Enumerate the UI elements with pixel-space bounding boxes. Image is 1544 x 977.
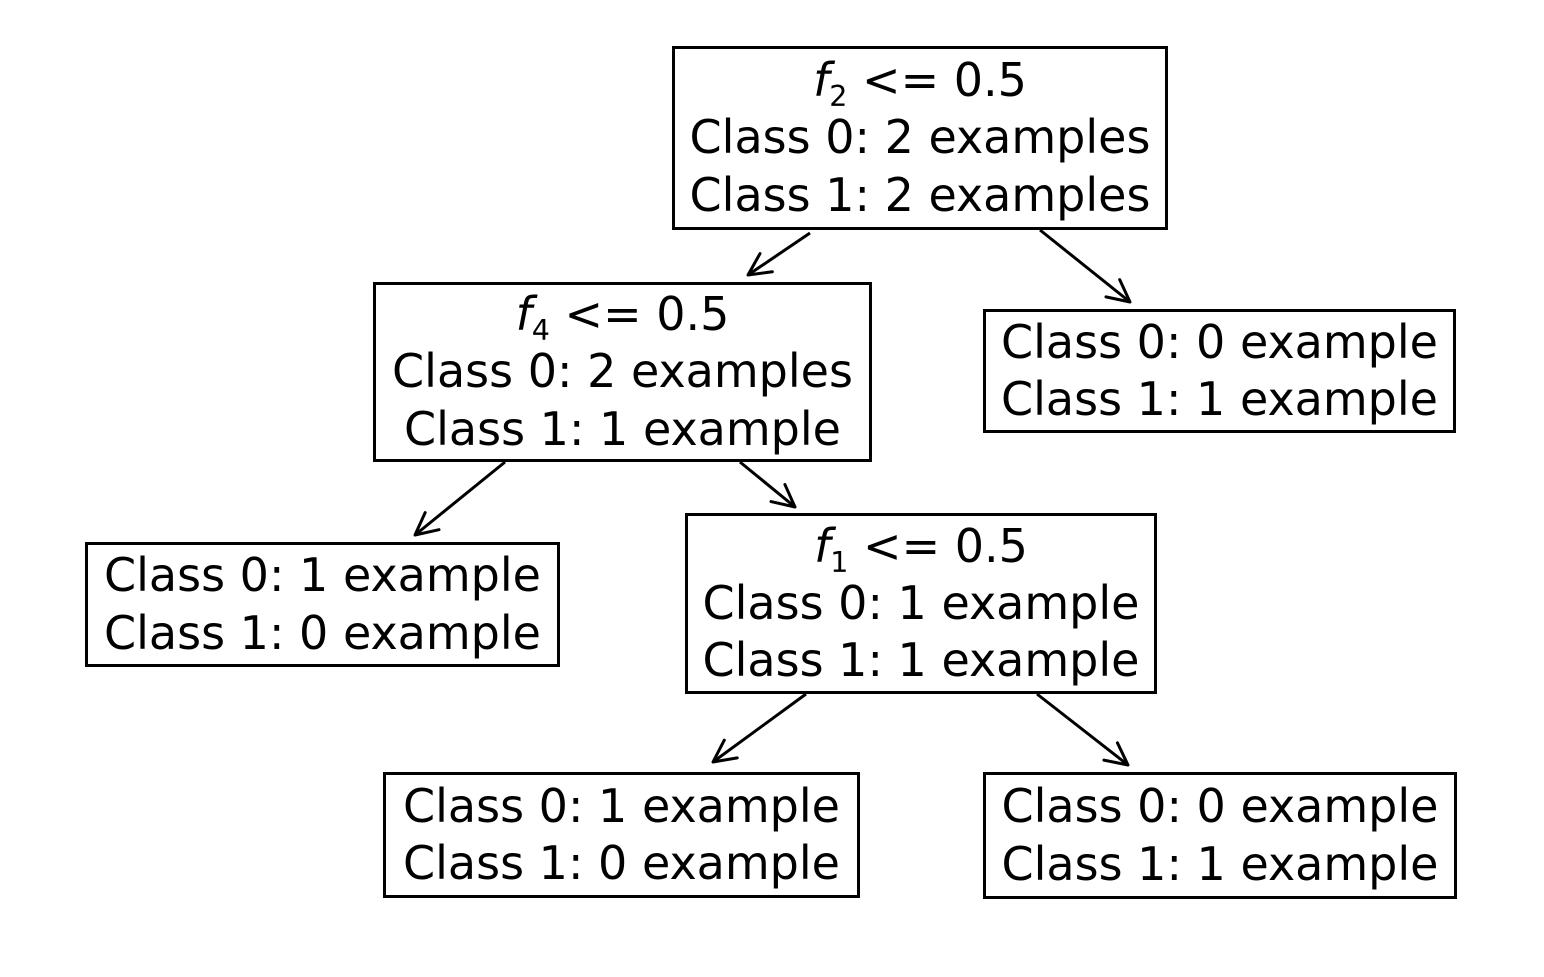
- edge-f4-to-left-leaf-arrow: [413, 460, 506, 537]
- leaf-node-bottom-left: Class 0: 1 example Class 1: 0 example: [383, 772, 860, 898]
- split-operator-value: <= 0.5: [848, 518, 1028, 573]
- feature-name: f: [813, 53, 830, 108]
- edge-root-to-right-leaf-arrow: [1039, 228, 1132, 304]
- split-condition: f4 <= 0.5: [515, 286, 730, 345]
- leaf-node-right: Class 0: 0 example Class 1: 1 example: [983, 309, 1456, 433]
- class0-count: Class 0: 1 example: [104, 548, 541, 603]
- decision-node-f2: f2 <= 0.5 Class 0: 2 examples Class 1: 2…: [672, 46, 1168, 230]
- feature-subscript: 1: [830, 546, 849, 580]
- feature-subscript: 4: [531, 314, 550, 348]
- class0-count: Class 0: 2 examples: [689, 110, 1151, 165]
- class0-count: Class 0: 0 example: [1001, 314, 1438, 369]
- decision-node-f1: f1 <= 0.5 Class 0: 1 example Class 1: 1 …: [685, 513, 1157, 694]
- class1-count: Class 1: 0 example: [104, 605, 541, 660]
- class1-count: Class 1: 1 example: [1001, 836, 1439, 891]
- feature-subscript: 2: [829, 80, 848, 114]
- class0-count: Class 0: 1 example: [403, 778, 840, 833]
- split-condition: f2 <= 0.5: [813, 52, 1027, 111]
- split-operator-value: <= 0.5: [847, 53, 1027, 108]
- feature-name: f: [814, 518, 831, 573]
- edge-f1-to-bottom-right-leaf-arrow: [1036, 692, 1130, 767]
- feature-name: f: [515, 287, 532, 342]
- leaf-node-left: Class 0: 1 example Class 1: 0 example: [85, 542, 560, 667]
- class1-count: Class 1: 1 example: [404, 401, 841, 456]
- class1-count: Class 1: 0 example: [403, 836, 840, 890]
- class0-count: Class 0: 0 example: [1001, 779, 1439, 834]
- class1-count: Class 1: 1 example: [1001, 372, 1438, 426]
- leaf-node-bottom-right: Class 0: 0 example Class 1: 1 example: [983, 772, 1457, 899]
- edge-f4-to-f1-arrow: [739, 460, 797, 509]
- edge-f1-to-bottom-left-leaf-arrow: [711, 692, 807, 764]
- edge-root-to-f4-arrow: [746, 231, 811, 277]
- class1-count: Class 1: 1 example: [702, 633, 1140, 688]
- class1-count: Class 1: 2 examples: [689, 167, 1151, 222]
- split-operator-value: <= 0.5: [549, 287, 730, 342]
- decision-node-f4: f4 <= 0.5 Class 0: 2 examples Class 1: 1…: [373, 282, 872, 462]
- class0-count: Class 0: 2 examples: [392, 344, 853, 399]
- split-condition: f1 <= 0.5: [814, 518, 1028, 577]
- class0-count: Class 0: 1 example: [702, 575, 1140, 630]
